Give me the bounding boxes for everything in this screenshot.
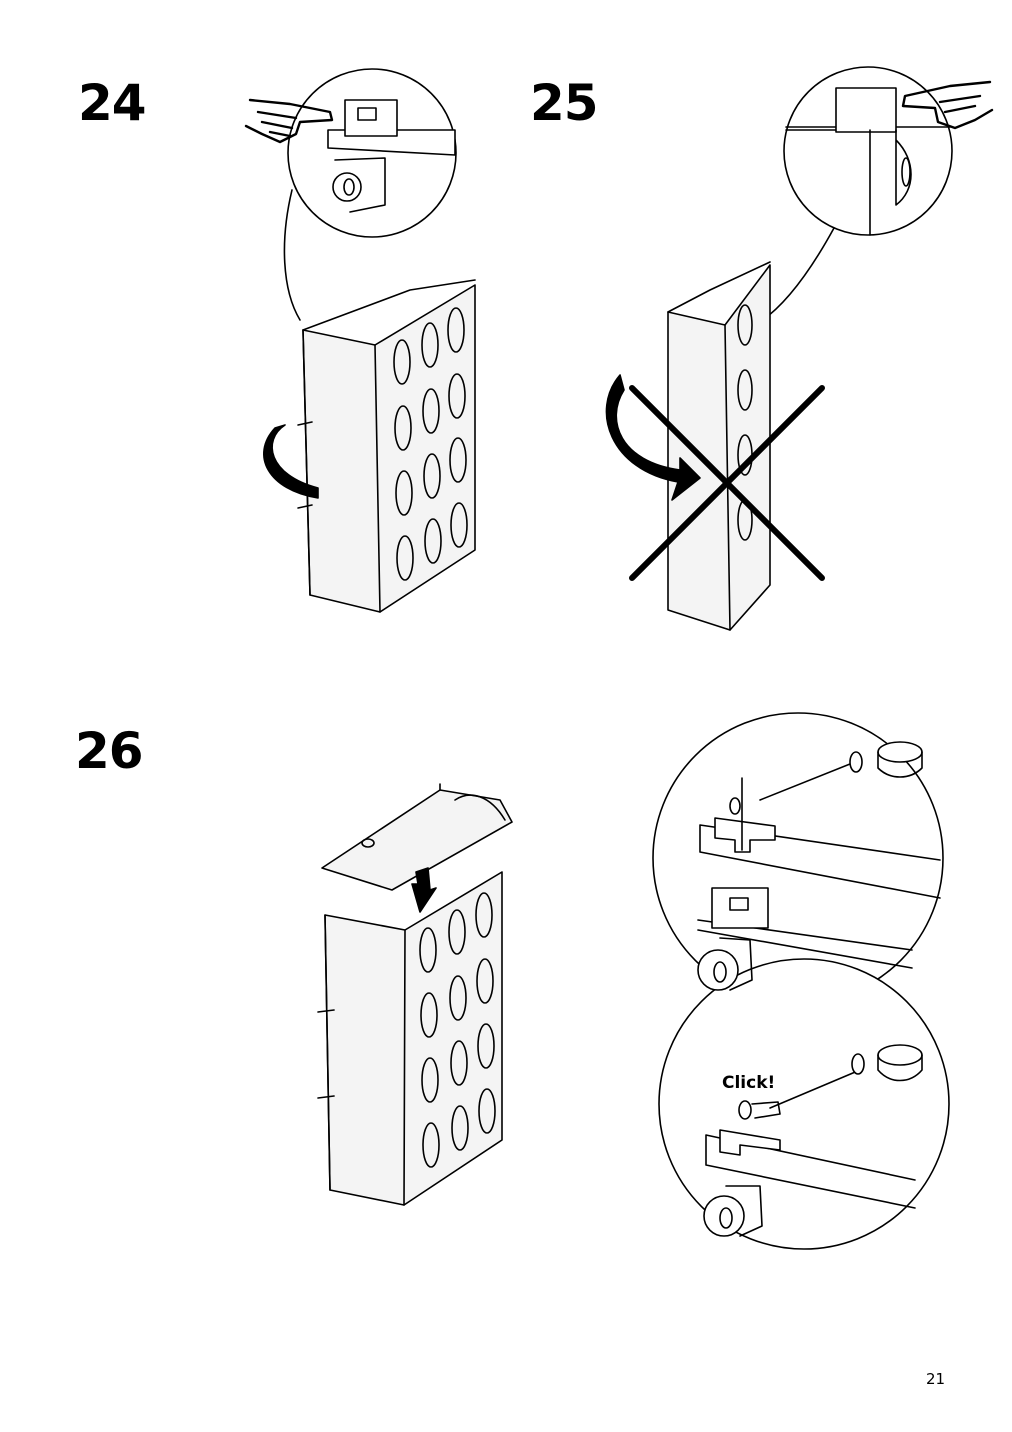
step-number-24: 24 [78,74,147,132]
down-arrow-icon [411,867,437,913]
detail-circle [783,66,953,236]
pointing-hand-icon [901,80,994,130]
magnifier-leader [283,189,301,321]
detail-before [697,741,941,991]
cabinet-panel [297,279,476,613]
click-label: Click! [722,1073,776,1093]
cabinet-panel [317,871,503,1206]
page-number: 21 [926,1370,946,1388]
step-24-illustration [244,68,476,613]
step-25-illustration [605,66,994,631]
step-26-illustration [317,712,950,1250]
detail-after [703,1044,923,1237]
step-number-26: 26 [75,722,144,780]
cross-out-icon [629,385,825,581]
top-panel [321,783,513,891]
pointing-hand-icon [244,98,334,144]
cabinet-panel [667,261,771,631]
rotation-arrow-icon [263,424,319,499]
step-number-25: 25 [530,74,599,132]
rotation-arrow-icon [605,374,701,501]
detail-circle-after [658,958,950,1250]
